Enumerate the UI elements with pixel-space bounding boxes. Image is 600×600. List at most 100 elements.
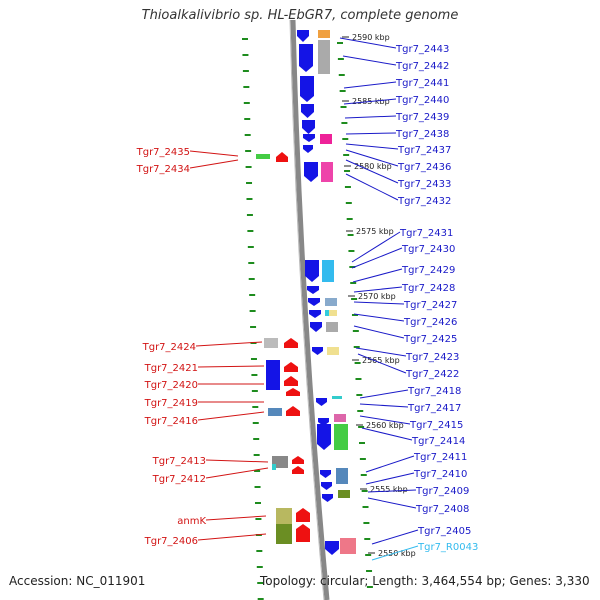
right-track-dash xyxy=(350,282,357,284)
kbp-tick-label: 2565 kbp xyxy=(362,356,400,365)
forward-gene-leader xyxy=(365,472,415,485)
forward-gene-label: Tgr7_2427 xyxy=(403,300,457,311)
left-track-dash xyxy=(248,278,255,280)
protein-feature-block xyxy=(276,524,292,544)
forward-gene-arrow xyxy=(299,44,313,72)
forward-gene-leader xyxy=(345,173,399,201)
left-track-dash xyxy=(247,230,254,232)
left-track-dash xyxy=(250,326,257,328)
protein-feature-block xyxy=(272,464,276,470)
forward-gene-leader xyxy=(351,247,403,269)
left-track-dash xyxy=(245,166,252,168)
forward-gene-label: Tgr7_2430 xyxy=(401,244,455,255)
reverse-gene-leader xyxy=(197,365,265,368)
right-track-dash xyxy=(360,474,367,476)
right-track-dash xyxy=(357,410,364,412)
forward-gene-label: Tgr7_R0043 xyxy=(417,542,478,553)
forward-gene-label: Tgr7_2426 xyxy=(403,317,457,328)
reverse-gene-arrow xyxy=(296,524,310,542)
forward-gene-label: Tgr7_2423 xyxy=(405,352,459,363)
forward-gene-label: Tgr7_2422 xyxy=(405,369,459,380)
reverse-gene-label: Tgr7_2420 xyxy=(144,380,198,391)
reverse-gene-label: Tgr7_2406 xyxy=(144,536,198,547)
forward-gene-label: Tgr7_2443 xyxy=(395,44,449,55)
reverse-gene-label: anmK xyxy=(177,516,206,527)
forward-gene-leader xyxy=(353,325,405,339)
forward-gene-arrow xyxy=(317,424,331,450)
left-track-dash xyxy=(242,70,249,72)
kbp-tick-label: 2575 kbp xyxy=(356,227,394,236)
forward-gene-label: Tgr7_2405 xyxy=(417,526,471,537)
right-track-dash xyxy=(363,522,370,524)
left-track-dash xyxy=(256,566,263,568)
left-track-dash xyxy=(242,54,249,56)
reverse-gene-label: Tgr7_2434 xyxy=(136,164,190,175)
left-track-dash xyxy=(257,582,264,584)
right-track-dash xyxy=(344,170,351,172)
forward-gene-leader xyxy=(352,268,403,283)
left-track-dash xyxy=(255,518,262,520)
forward-gene-leader xyxy=(365,455,415,473)
left-track-dash xyxy=(254,502,261,504)
forward-gene-leader xyxy=(345,149,399,167)
right-track-dash xyxy=(348,250,355,252)
left-track-dash xyxy=(253,438,260,440)
forward-gene-leader xyxy=(355,347,407,357)
left-track-dash xyxy=(244,118,251,120)
reverse-gene-leader xyxy=(205,459,269,463)
forward-gene-arrow xyxy=(309,310,321,318)
kbp-tick-label: 2580 kbp xyxy=(354,162,392,171)
forward-gene-arrow xyxy=(302,120,315,134)
protein-feature-block xyxy=(340,538,356,554)
left-track-dash xyxy=(250,358,257,360)
left-track-dash xyxy=(246,214,253,216)
right-track-dash xyxy=(365,554,372,556)
forward-gene-leader xyxy=(345,143,399,150)
protein-feature-block xyxy=(256,154,270,159)
reverse-gene-leader xyxy=(189,150,239,157)
right-track-dash xyxy=(346,218,353,220)
right-track-dash xyxy=(366,570,373,572)
left-track-dash xyxy=(246,198,253,200)
right-track-dash xyxy=(359,442,365,444)
left-track-dash xyxy=(252,422,259,424)
protein-feature-block xyxy=(329,310,337,316)
forward-gene-leader xyxy=(353,286,403,293)
forward-gene-leader xyxy=(359,389,409,399)
left-track-dash xyxy=(254,470,261,472)
protein-feature-block xyxy=(318,40,330,74)
forward-gene-label: Tgr7_2429 xyxy=(401,265,455,276)
forward-gene-leader xyxy=(357,353,407,374)
reverse-gene-arrow xyxy=(286,388,300,396)
forward-gene-arrow xyxy=(303,134,315,142)
right-track-dash xyxy=(359,458,366,460)
forward-gene-label: Tgr7_2428 xyxy=(401,283,455,294)
reverse-gene-label: Tgr7_2424 xyxy=(142,342,196,353)
forward-gene-label: Tgr7_2414 xyxy=(411,436,465,447)
reverse-gene-leader xyxy=(205,467,269,479)
reverse-gene-arrow xyxy=(296,508,310,522)
forward-gene-arrow xyxy=(320,470,331,478)
right-track-dash xyxy=(362,506,369,508)
kbp-tick-label: 2550 kbp xyxy=(378,549,416,558)
reverse-gene-leader xyxy=(197,411,265,421)
forward-gene-arrow xyxy=(303,145,313,153)
forward-gene-arrow xyxy=(304,162,318,182)
protein-feature-block xyxy=(326,322,338,332)
reverse-gene-arrow xyxy=(284,362,298,372)
protein-feature-block xyxy=(325,310,329,316)
right-track-dash xyxy=(352,330,359,332)
right-track-dash xyxy=(358,426,365,428)
right-track-dash xyxy=(344,186,351,188)
forward-gene-leader xyxy=(345,159,399,184)
kbp-tick-label: 2555 kbp xyxy=(370,485,408,494)
left-track-dash xyxy=(256,550,263,552)
forward-gene-arrow xyxy=(297,30,309,42)
forward-gene-arrow xyxy=(308,298,320,306)
forward-gene-label: Tgr7_2441 xyxy=(395,78,449,89)
reverse-gene-label: Tgr7_2421 xyxy=(144,363,198,374)
left-track-dash xyxy=(245,150,252,152)
right-track-dash xyxy=(349,266,356,268)
protein-feature-block xyxy=(327,347,339,355)
